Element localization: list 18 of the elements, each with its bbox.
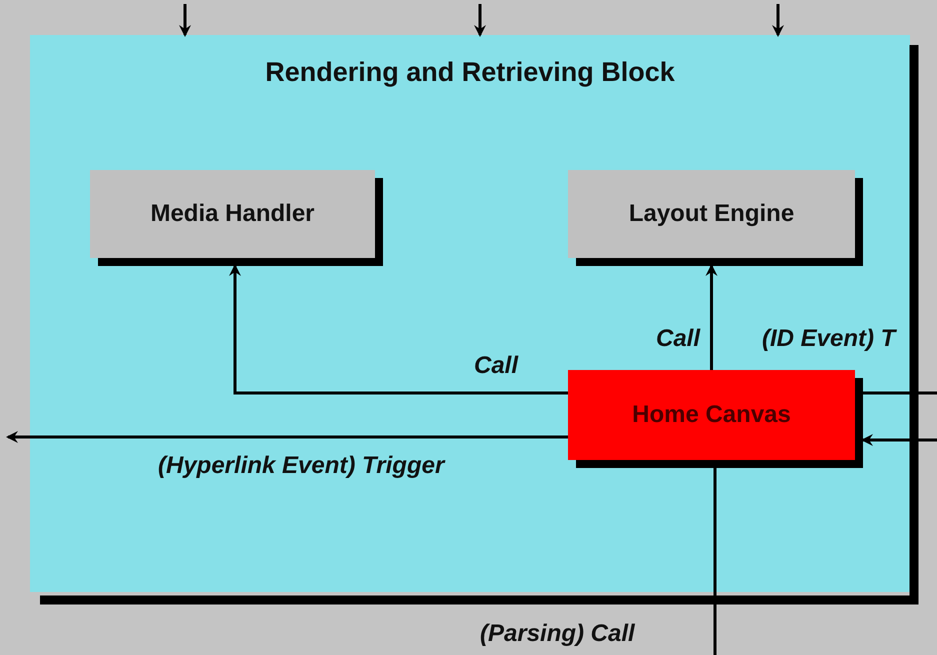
component-box: Layout Engine [568, 170, 855, 258]
block-title: Rendering and Retrieving Block [264, 57, 676, 88]
arrow [474, 4, 486, 37]
arrow [229, 264, 568, 394]
arrow [6, 431, 568, 443]
connector-line [863, 392, 937, 394]
arrow [706, 264, 718, 370]
arrow [179, 4, 191, 37]
edge-label: (ID Event) T [762, 325, 896, 353]
edge-label: (Hyperlink Event) Trigger [158, 452, 444, 480]
component-box: Media Handler [90, 170, 375, 258]
edge-label: (Parsing) Call [480, 620, 635, 648]
connector-line [714, 468, 716, 655]
arrow [772, 4, 784, 37]
canvas-box: Home Canvas [568, 370, 855, 460]
arrow [861, 434, 937, 446]
edge-label: Call [656, 325, 700, 353]
edge-label: Call [474, 352, 518, 380]
